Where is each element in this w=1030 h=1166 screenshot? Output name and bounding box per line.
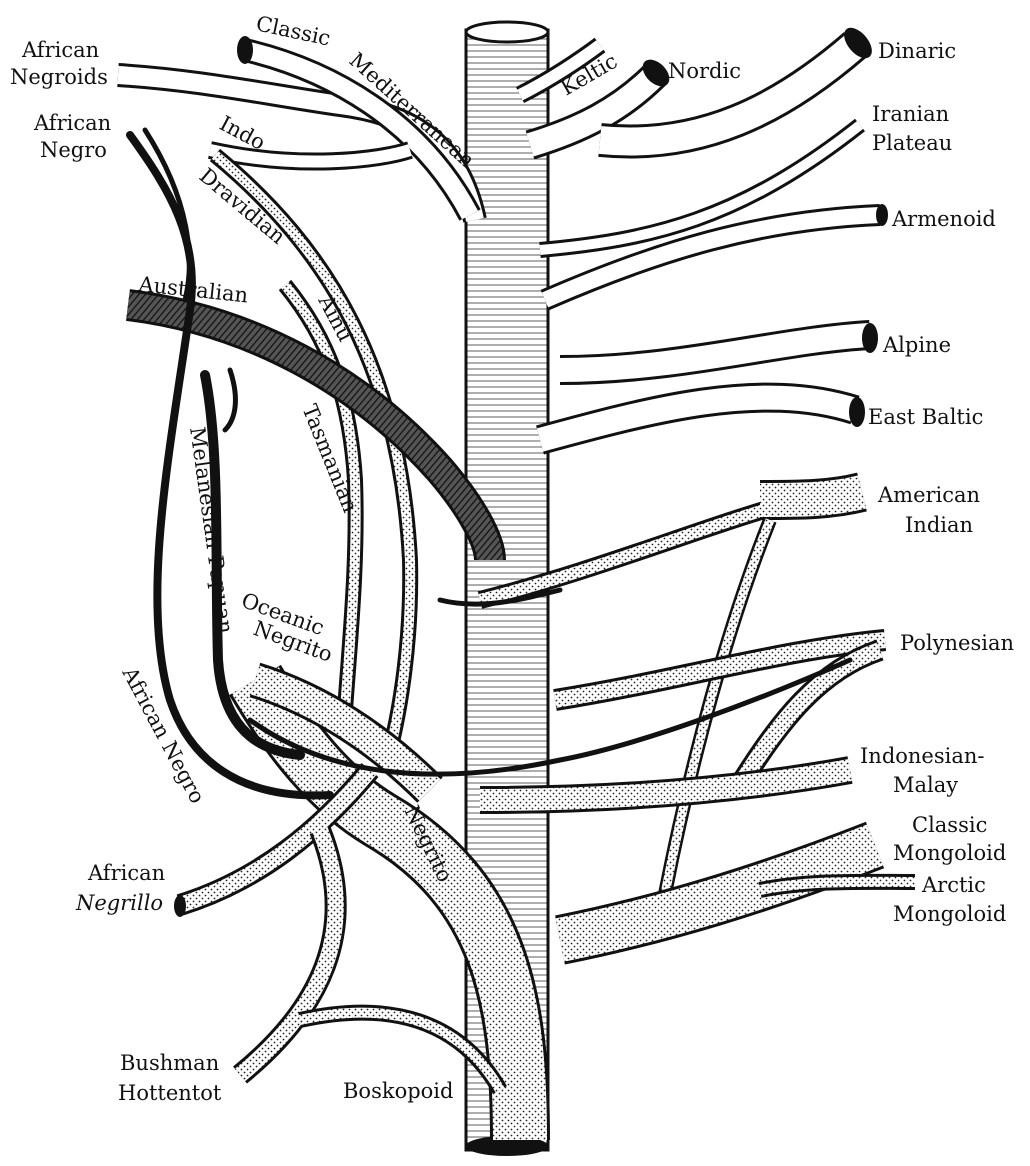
label-polynesian: Polynesian <box>900 631 1014 655</box>
label-iranian-plateau: Iranian Plateau <box>872 102 952 155</box>
svg-text:American: American <box>877 483 980 507</box>
svg-text:Classic: Classic <box>912 813 987 837</box>
svg-text:Arctic: Arctic <box>921 873 986 897</box>
branch-ainu <box>278 279 364 711</box>
branch-african-negrillo <box>174 762 379 917</box>
branch-american-indian <box>477 472 867 922</box>
branch-bushman-hottentot <box>233 825 347 1084</box>
branch-african-negro-left <box>126 127 334 800</box>
label-african-negroids: African Negroids <box>10 38 108 89</box>
label-boskopoid: Boskopoid <box>343 1079 453 1103</box>
branch-negrito-links <box>247 587 853 777</box>
label-dinaric: Dinaric <box>878 39 956 63</box>
branch-armenoid <box>540 204 888 311</box>
branch-african-negroids <box>117 63 487 223</box>
branch-classic-mediterranean <box>237 36 481 221</box>
label-african-negrillo: African Negrillo <box>75 861 165 915</box>
svg-text:Negro: Negro <box>40 138 107 162</box>
branch-indo-dravidian <box>208 141 419 752</box>
svg-text:Hottentot: Hottentot <box>118 1081 222 1105</box>
svg-text:Indian: Indian <box>905 513 973 537</box>
branch-polynesian <box>553 629 887 791</box>
branch-australian <box>126 289 506 562</box>
svg-text:Mongoloid: Mongoloid <box>893 902 1006 926</box>
label-bushman-hottentot: Bushman Hottentot <box>118 1051 222 1105</box>
svg-text:African: African <box>33 111 111 135</box>
branch-alpine <box>559 320 878 385</box>
svg-text:Bushman: Bushman <box>120 1051 219 1075</box>
label-east-baltic: East Baltic <box>868 405 983 429</box>
branch-indonesian-malay <box>479 756 853 814</box>
svg-text:African: African <box>87 861 165 885</box>
svg-text:Negroids: Negroids <box>10 65 108 89</box>
label-oceanic-negrito: Oceanic Negrito <box>238 588 335 667</box>
label-indonesian-malay: Indonesian- Malay <box>860 744 985 797</box>
svg-text:Malay: Malay <box>893 773 958 797</box>
branch-east-baltic <box>536 382 865 455</box>
branch-nordic <box>525 59 670 160</box>
branch-iranian <box>539 118 865 258</box>
negrito-stem <box>229 664 550 1141</box>
svg-text:Iranian: Iranian <box>872 102 949 126</box>
label-armenoid: Armenoid <box>891 207 996 231</box>
label-african-negro-top: African Negro <box>33 111 111 162</box>
branch-boskopoid <box>298 1004 507 1095</box>
branch-keltic <box>515 37 606 104</box>
svg-text:Mongoloid: Mongoloid <box>893 841 1006 865</box>
label-nordic: Nordic <box>668 59 741 83</box>
label-american-indian: American Indian <box>877 483 980 537</box>
svg-text:Negrillo: Negrillo <box>75 891 163 915</box>
svg-text:Plateau: Plateau <box>872 131 952 155</box>
branch-mongoloid <box>555 821 916 965</box>
label-melanesian-papuan: Melanesian-Papuan <box>185 425 238 635</box>
branch-dinaric <box>598 27 872 159</box>
label-arctic-mongoloid: Arctic Mongoloid <box>893 873 1006 926</box>
svg-text:Indonesian-: Indonesian- <box>860 744 985 768</box>
label-alpine: Alpine <box>882 333 951 357</box>
label-classic-mongoloid: Classic Mongoloid <box>893 813 1006 865</box>
branch-melanesian-papuan <box>200 367 305 760</box>
svg-text:African: African <box>21 38 99 62</box>
